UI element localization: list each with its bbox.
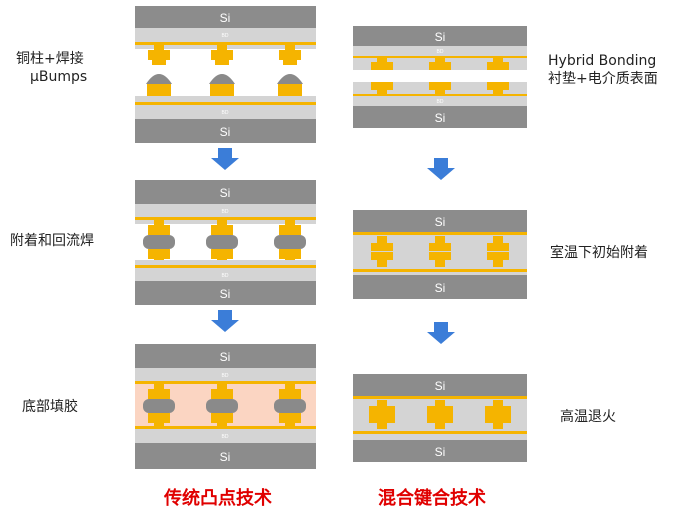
underfilled-pillar-3 — [274, 383, 306, 428]
label-attach-reflow: 附着和回流焊 — [10, 233, 94, 249]
bonded-pad-2 — [429, 236, 451, 267]
joined-pillar-1 — [143, 219, 175, 264]
label-high-temp-anneal: 高温退火 — [560, 409, 616, 425]
label-hybrid-line1: Hybrid Bonding — [548, 53, 657, 69]
bd-top-label: BD — [222, 33, 229, 39]
bottom-pad-2 — [429, 82, 451, 95]
cu-bottom-line — [135, 102, 316, 105]
left-panel-bumps: Si BD — [135, 6, 316, 143]
label-copper-pillar-line1: 铜柱+焊接 — [16, 51, 84, 67]
label-hybrid-bonding: Hybrid Bonding 衬垫+电介质表面 — [548, 52, 658, 88]
title-hybrid-bonding: 混合键合技术 — [378, 488, 486, 509]
si-bottom-label: Si — [220, 287, 231, 301]
right-panel-pads: Si BD BD Si — [353, 26, 527, 128]
si-bottom-label: Si — [220, 450, 231, 464]
right-panel-attach: Si Si — [353, 210, 527, 299]
right-panel-anneal: Si Si — [353, 374, 527, 462]
cu-top-line — [135, 42, 316, 45]
bd-bottom-label: BD — [437, 99, 444, 105]
label-copper-pillar-line2: µBumps — [30, 69, 88, 85]
si-top-label: Si — [435, 215, 446, 229]
bd-top-label: BD — [222, 373, 229, 379]
bd-bottom-layer — [135, 105, 316, 119]
label-hybrid-line2: 衬垫+电介质表面 — [548, 71, 658, 87]
bottom-pad-1 — [371, 82, 393, 95]
si-top-label: Si — [435, 30, 446, 44]
si-bottom-layer — [135, 119, 316, 143]
bd-top-layer — [135, 28, 316, 42]
bonded-pad-3 — [487, 236, 509, 267]
bd-bottom-label: BD — [222, 273, 229, 279]
label-copper-pillar-bumps: 铜柱+焊接 µBumps — [16, 50, 87, 86]
si-top-layer — [135, 6, 316, 28]
label-underfill: 底部填胶 — [22, 399, 78, 415]
joined-pillar-3 — [274, 219, 306, 264]
arrow-down-icon — [427, 322, 455, 344]
arrow-down-icon — [211, 148, 239, 170]
si-bottom-label: Si — [435, 281, 446, 295]
top-pillar-3 — [279, 44, 301, 65]
si-top-label: Si — [435, 379, 446, 393]
si-bottom-label: Si — [220, 125, 231, 139]
top-pad-2 — [429, 57, 451, 70]
underfilled-pillar-1 — [143, 383, 175, 428]
arrow-down-icon — [211, 310, 239, 332]
underfilled-pillar-2 — [206, 383, 238, 428]
annealed-pad-1 — [369, 400, 395, 429]
bd-bottom-label: BD — [222, 434, 229, 440]
bottom-pad-3 — [487, 82, 509, 95]
left-panel-reflow: Si BD BD Si — [135, 180, 316, 305]
label-room-temp-attach: 室温下初始附着 — [550, 245, 648, 261]
left-panel-underfill: Si BD BD Si — [135, 344, 316, 469]
si-bottom-label: Si — [435, 111, 446, 125]
annealed-pad-2 — [427, 400, 453, 429]
bd-bottom-label: BD — [222, 110, 229, 116]
bd-bottom-layer-a — [135, 96, 316, 102]
arrow-down-icon — [427, 158, 455, 180]
joined-pillar-2 — [206, 219, 238, 264]
bd-top-label: BD — [222, 209, 229, 215]
top-pad-3 — [487, 57, 509, 70]
annealed-pad-3 — [485, 400, 511, 429]
title-traditional-bump: 传统凸点技术 — [164, 488, 272, 509]
top-pillar-2 — [211, 44, 233, 65]
si-bottom-label: Si — [435, 445, 446, 459]
top-pad-1 — [371, 57, 393, 70]
si-top-label: Si — [220, 11, 231, 25]
bd-top-label: BD — [437, 49, 444, 55]
si-top-label: Si — [220, 186, 231, 200]
top-pillar-1 — [148, 44, 170, 65]
si-top-label: Si — [220, 350, 231, 364]
bonded-pad-1 — [371, 236, 393, 267]
